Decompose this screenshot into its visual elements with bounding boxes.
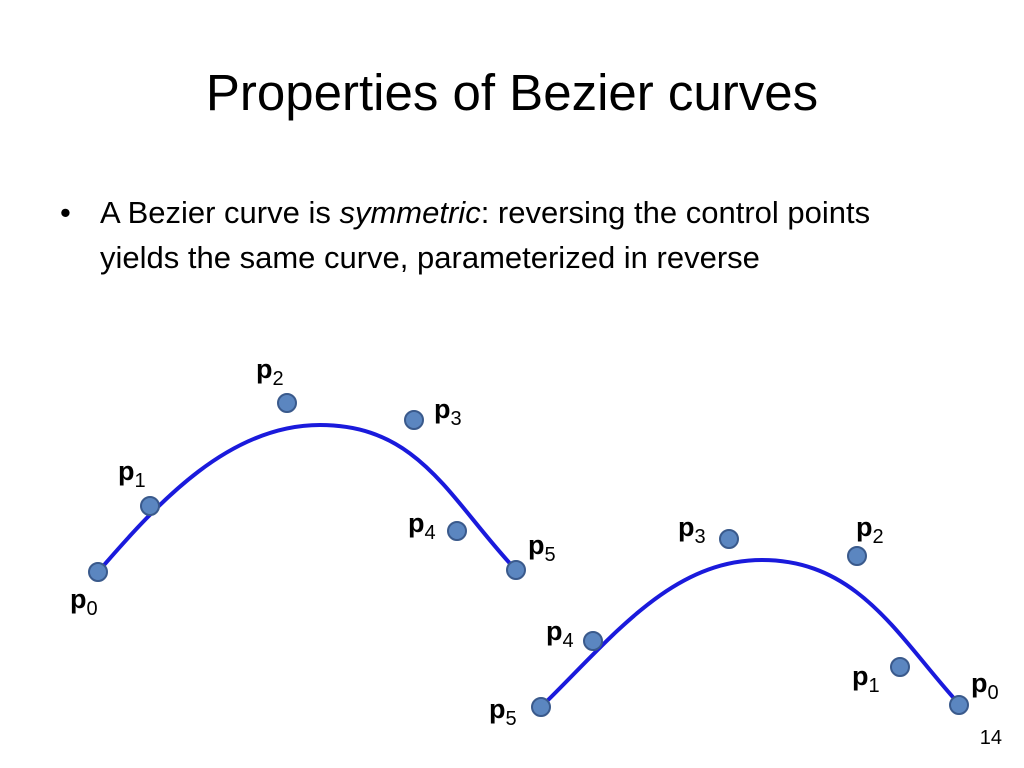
left-bezier-group: p0 p1 p2 p3 p4 p5 <box>70 354 556 620</box>
left-label-p0-prefix: p <box>70 584 87 614</box>
left-control-point-p1 <box>140 496 160 516</box>
left-label-p5-prefix: p <box>528 530 545 560</box>
right-label-p5: p5 <box>489 694 517 730</box>
right-control-point-p4 <box>583 631 603 651</box>
right-label-p3-prefix: p <box>678 512 695 542</box>
right-label-p5-subscript: 5 <box>506 708 517 730</box>
left-label-p1-prefix: p <box>118 456 135 486</box>
right-label-p2-prefix: p <box>856 512 873 542</box>
right-label-p0-prefix: p <box>971 668 988 698</box>
left-label-p1: p1 <box>118 456 146 492</box>
right-label-p4-subscript: 4 <box>563 630 574 652</box>
left-label-p0-subscript: 0 <box>87 598 98 620</box>
right-label-p4-prefix: p <box>546 616 563 646</box>
right-label-p3: p3 <box>678 512 706 548</box>
left-label-p3: p3 <box>434 394 462 430</box>
bullet-text-lead: A Bezier curve is <box>100 195 340 230</box>
right-label-p4: p4 <box>546 616 574 652</box>
right-label-p1-subscript: 1 <box>869 675 880 697</box>
bullet-text-rest: : reversing the control points yields th… <box>100 195 871 275</box>
left-control-point-p3 <box>404 410 424 430</box>
left-label-p3-prefix: p <box>434 394 451 424</box>
left-control-point-p2 <box>277 393 297 413</box>
right-control-point-p3 <box>719 529 739 549</box>
left-label-p0: p0 <box>70 584 98 620</box>
left-label-p2: p2 <box>256 354 284 390</box>
left-bezier-curve <box>96 422 518 574</box>
right-label-p1-prefix: p <box>852 661 869 691</box>
right-label-p5-prefix: p <box>489 694 506 724</box>
right-bezier-group: p5 p4 p3 p2 p1 p0 <box>489 512 999 730</box>
left-label-p5: p5 <box>528 530 556 566</box>
right-label-p2: p2 <box>856 512 884 548</box>
right-control-point-p5 <box>531 697 551 717</box>
bullet-item: • A Bezier curve is symmetric: reversing… <box>60 190 940 280</box>
right-control-point-p2 <box>847 546 867 566</box>
left-label-p4: p4 <box>408 508 436 544</box>
left-label-p2-subscript: 2 <box>273 368 284 390</box>
left-control-point-p4 <box>447 521 467 541</box>
right-label-p1: p1 <box>852 661 880 697</box>
left-control-point-p5 <box>506 560 526 580</box>
bullet-text: A Bezier curve is symmetric: reversing t… <box>100 190 940 280</box>
right-label-p3-subscript: 3 <box>695 526 706 548</box>
left-label-p4-subscript: 4 <box>425 522 436 544</box>
right-control-point-p1 <box>890 657 910 677</box>
left-label-p4-prefix: p <box>408 508 425 538</box>
left-label-p2-prefix: p <box>256 354 273 384</box>
left-label-p5-subscript: 5 <box>545 544 556 566</box>
slide-number: 14 <box>979 727 1002 749</box>
right-bezier-curve <box>539 557 962 709</box>
left-label-p3-subscript: 3 <box>451 408 462 430</box>
right-label-p0: p0 <box>971 668 999 704</box>
right-label-p2-subscript: 2 <box>873 526 884 548</box>
left-control-point-p0 <box>88 562 108 582</box>
bullet-emphasis: symmetric <box>339 195 481 230</box>
slide-title: Properties of Bezier curves <box>205 64 819 121</box>
right-control-point-p0 <box>949 695 969 715</box>
right-label-p0-subscript: 0 <box>988 682 999 704</box>
bullet-marker: • <box>60 195 71 230</box>
left-label-p1-subscript: 1 <box>135 470 146 492</box>
